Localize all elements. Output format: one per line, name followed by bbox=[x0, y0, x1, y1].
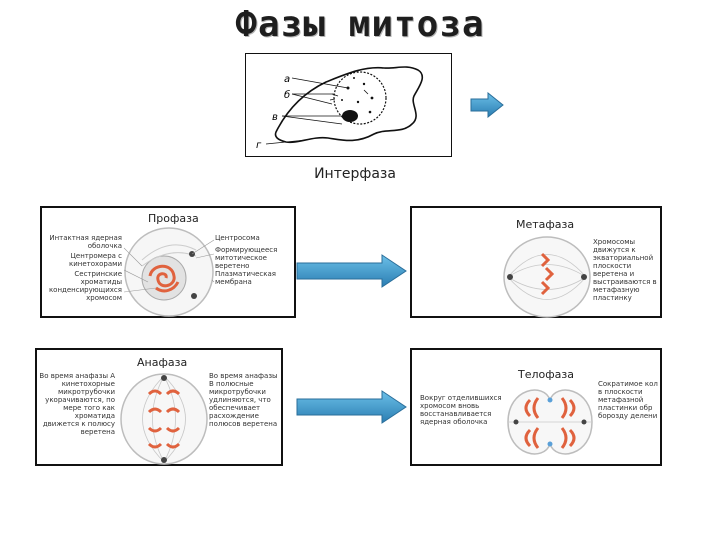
marker-b: б bbox=[284, 89, 290, 101]
prophase-label-6: Плазматическая мембрана bbox=[215, 270, 276, 286]
marker-g: г bbox=[256, 140, 262, 151]
marker-v: в bbox=[272, 112, 278, 123]
nucleolus bbox=[342, 110, 358, 122]
metaphase-panel: Метафаза Хромосомы движутся к экваториал… bbox=[410, 206, 662, 318]
interphase-panel: а б в г bbox=[245, 53, 452, 157]
prophase-cell bbox=[123, 227, 215, 317]
anaphase-panel: Анафаза Во время анафазы А кинетохорные … bbox=[35, 348, 283, 466]
prophase-label-5: Формирующееся митотическое веретено bbox=[215, 246, 278, 270]
prophase-panel: Профаза Интактная ядерная оболочка Центр… bbox=[40, 206, 296, 318]
arrow-icon-interphase bbox=[470, 92, 504, 118]
anaphase-label-right: Во время анафазы В полюсные микротрубочк… bbox=[209, 372, 278, 428]
telophase-cell bbox=[507, 389, 593, 455]
metaphase-cell bbox=[503, 236, 591, 318]
nucleus bbox=[333, 71, 387, 125]
prophase-label-3: Сестринские хроматиды конденсирующихся х… bbox=[48, 270, 122, 302]
interphase-caption: Интерфаза bbox=[314, 166, 396, 182]
telophase-panel: Телофаза Вокруг отделившихся хромосом вн… bbox=[410, 348, 662, 466]
marker-a: а bbox=[284, 74, 290, 85]
metaphase-label: Хромосомы движутся к экваториальной плос… bbox=[593, 238, 657, 302]
arrow-icon-prophase bbox=[296, 254, 407, 288]
prophase-title: Профаза bbox=[148, 212, 199, 225]
telophase-label-left: Вокруг отделившихся хромосом вновь восст… bbox=[420, 394, 502, 426]
metaphase-title: Метафаза bbox=[516, 218, 575, 231]
page-title: Фазы митоза bbox=[235, 4, 485, 45]
interphase-cell-drawing: а б в г bbox=[256, 66, 423, 151]
anaphase-title: Анафаза bbox=[137, 356, 188, 369]
arrow-icon-anaphase bbox=[296, 390, 407, 424]
anaphase-label-left: Во время анафазы А кинетохорные микротру… bbox=[39, 372, 115, 436]
prophase-label-2: Центромера с кинетохорами bbox=[68, 252, 122, 268]
telophase-title: Телофаза bbox=[518, 368, 574, 381]
prophase-label-1: Интактная ядерная оболочка bbox=[49, 234, 122, 250]
prophase-label-4: Центросома bbox=[215, 234, 260, 242]
anaphase-cell bbox=[120, 373, 208, 465]
telophase-label-right: Сократимое кол в плоскости метафазной пл… bbox=[598, 380, 658, 420]
